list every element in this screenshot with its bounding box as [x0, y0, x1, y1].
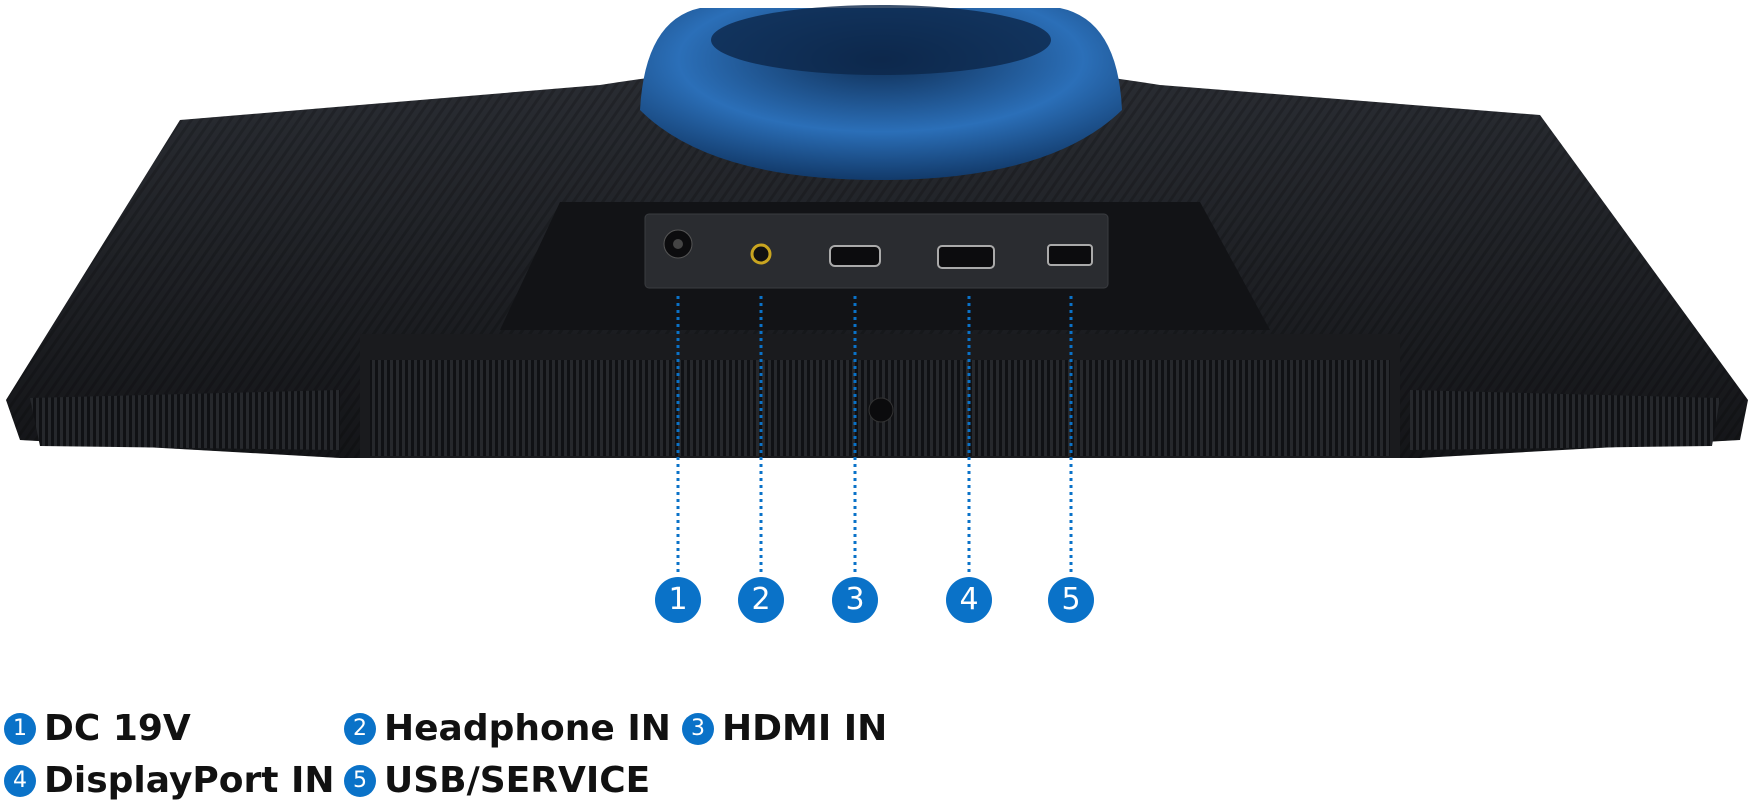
port-callout-3: 3: [832, 577, 878, 623]
port-callout-4: 4: [946, 577, 992, 623]
legend-item-displayport: 4 DisplayPort IN: [4, 760, 335, 801]
legend-badge: 4: [4, 764, 36, 797]
legend-badge: 1: [4, 712, 36, 745]
legend-label: DC 19V: [44, 708, 191, 749]
legend-label: USB/SERVICE: [384, 760, 651, 801]
port-callout-2: 2: [738, 577, 784, 623]
legend-badge: 2: [344, 712, 376, 745]
legend-label: Headphone IN: [384, 708, 671, 749]
legend-item-hdmi: 3 HDMI IN: [682, 708, 887, 749]
legend-badge: 3: [682, 712, 714, 745]
legend-label: DisplayPort IN: [44, 760, 335, 801]
port-callout-1: 1: [655, 577, 701, 623]
legend-badge: 5: [344, 764, 376, 797]
legend-item-dc: 1 DC 19V: [4, 708, 191, 749]
legend-item-usb: 5 USB/SERVICE: [344, 760, 650, 801]
legend-item-headphone: 2 Headphone IN: [344, 708, 671, 749]
legend-label: HDMI IN: [722, 708, 888, 749]
port-callout-5: 5: [1048, 577, 1094, 623]
